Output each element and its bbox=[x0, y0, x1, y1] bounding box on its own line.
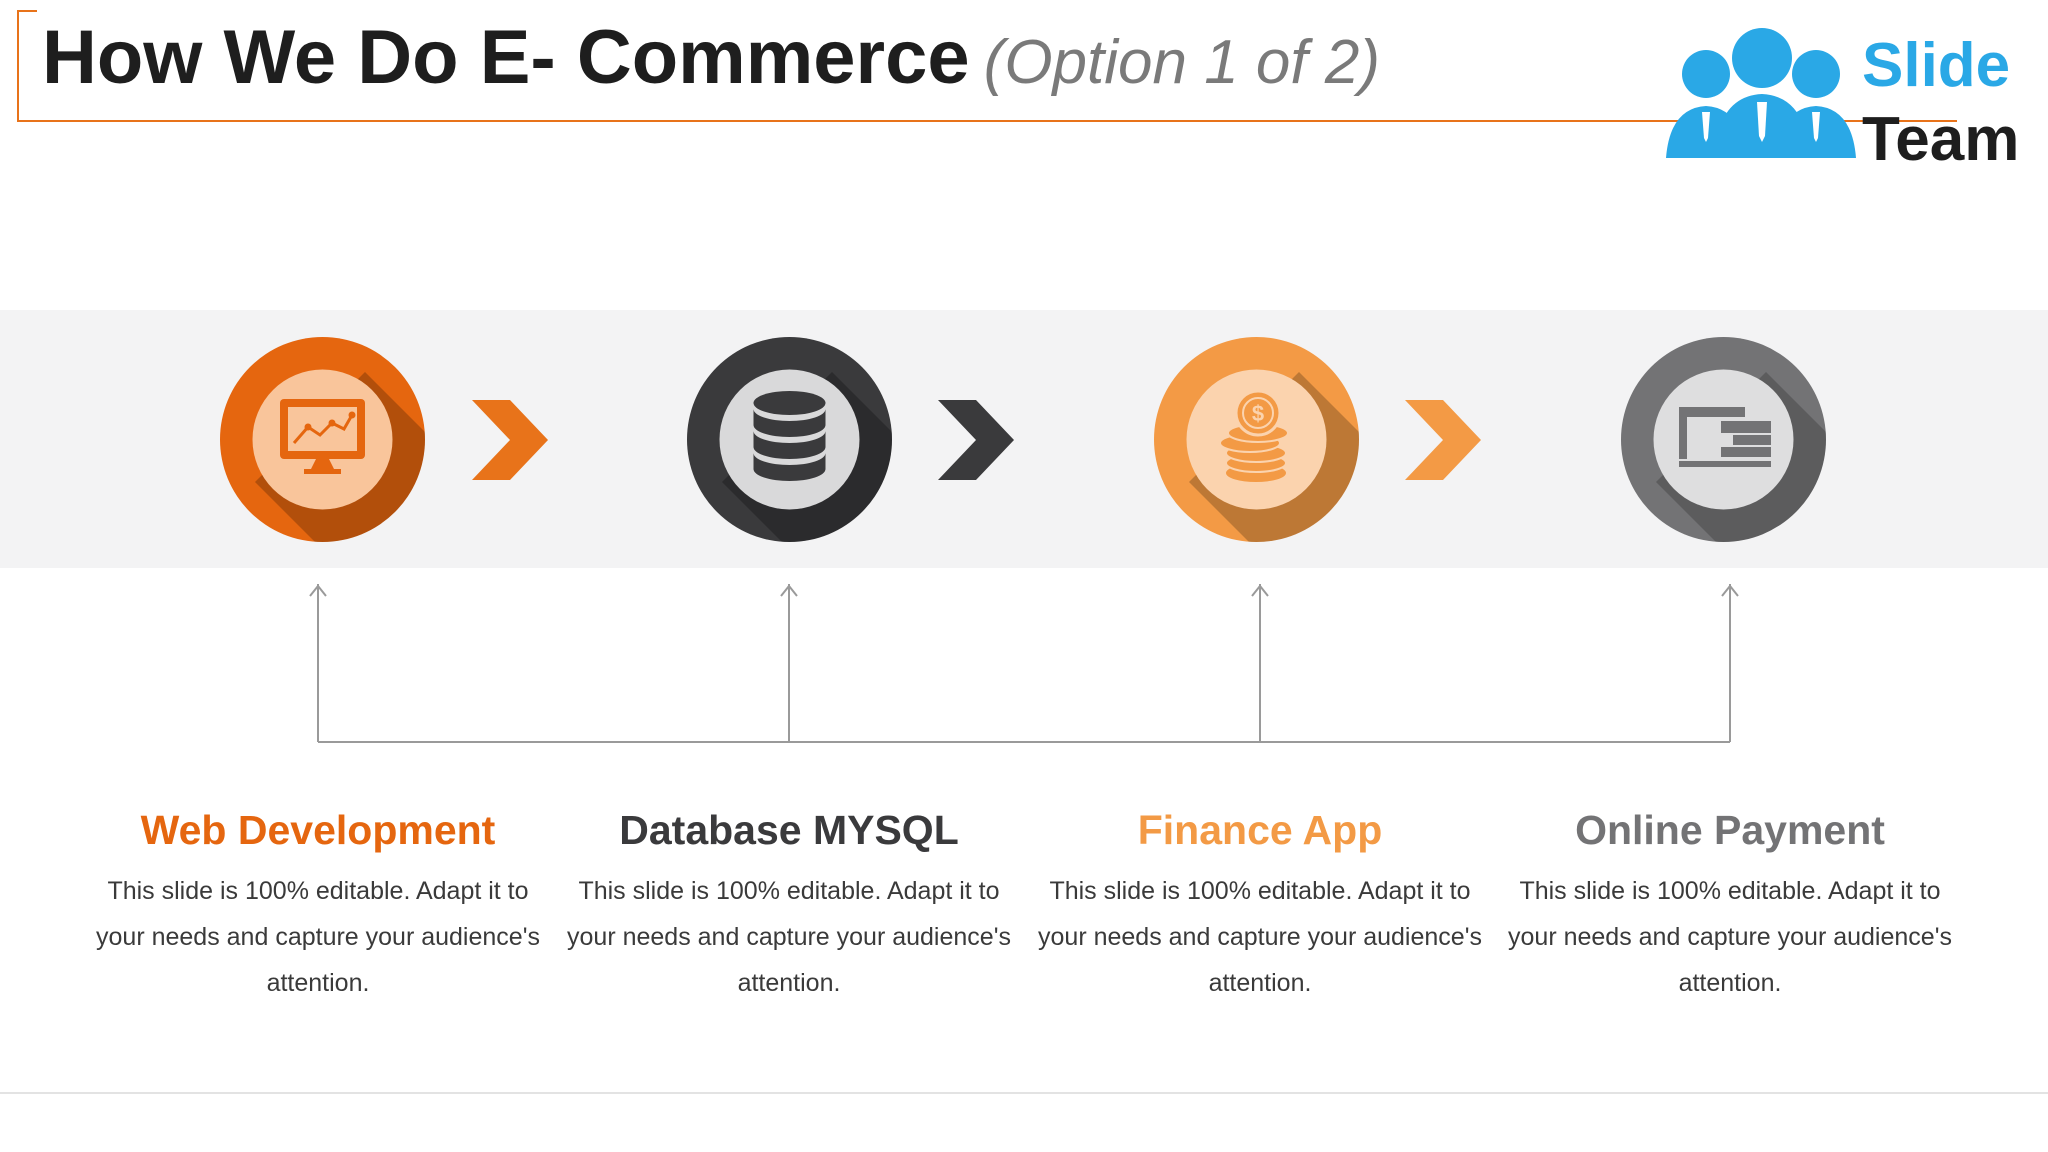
chevron-right-icon bbox=[472, 400, 548, 480]
step-column-web-development: Web Development This slide is 100% edita… bbox=[88, 798, 548, 1006]
step-circle-database-mysql bbox=[687, 337, 892, 542]
step-column-database-mysql: Database MYSQL This slide is 100% editab… bbox=[559, 798, 1019, 1006]
logo-text-team: Team bbox=[1862, 105, 2020, 174]
step-column-finance-app: Finance App This slide is 100% editable.… bbox=[1030, 798, 1490, 1006]
title-text: How We Do E- Commerce bbox=[42, 15, 970, 100]
step-column-online-payment: Online Payment This slide is 100% editab… bbox=[1500, 798, 1960, 1006]
connector-lines bbox=[309, 584, 1739, 743]
chevron-right-icon bbox=[938, 400, 1014, 480]
payment-card-icon bbox=[1679, 407, 1771, 467]
step-title: Finance App bbox=[1137, 807, 1383, 853]
step-description: This slide is 100% editable. Adapt it to… bbox=[567, 877, 1011, 997]
title-frame bbox=[17, 10, 1957, 122]
step-circle-finance-app: $ bbox=[1154, 337, 1359, 542]
step-title: Database MYSQL bbox=[619, 807, 959, 853]
step-circle-web-development bbox=[220, 337, 425, 542]
step-description: This slide is 100% editable. Adapt it to… bbox=[96, 877, 540, 997]
page-title: How We Do E- Commerce(Option 1 of 2) bbox=[42, 14, 1380, 101]
step-circle-online-payment bbox=[1621, 337, 1826, 542]
svg-text:$: $ bbox=[1252, 401, 1264, 426]
step-description: This slide is 100% editable. Adapt it to… bbox=[1038, 877, 1482, 997]
step-description: This slide is 100% editable. Adapt it to… bbox=[1508, 877, 1952, 997]
monitor-chart-icon bbox=[280, 399, 365, 474]
chevron-right-icon bbox=[1405, 400, 1481, 480]
footer-divider bbox=[0, 1092, 2048, 1094]
step-title: Online Payment bbox=[1575, 807, 1885, 853]
page-subtitle: (Option 1 of 2) bbox=[983, 28, 1380, 97]
database-icon bbox=[753, 391, 826, 481]
slideteam-logo-icon bbox=[1666, 28, 1856, 158]
coins-icon: $ bbox=[1219, 389, 1289, 482]
logo-text-slide: Slide bbox=[1862, 31, 2011, 100]
step-title: Web Development bbox=[140, 807, 496, 853]
